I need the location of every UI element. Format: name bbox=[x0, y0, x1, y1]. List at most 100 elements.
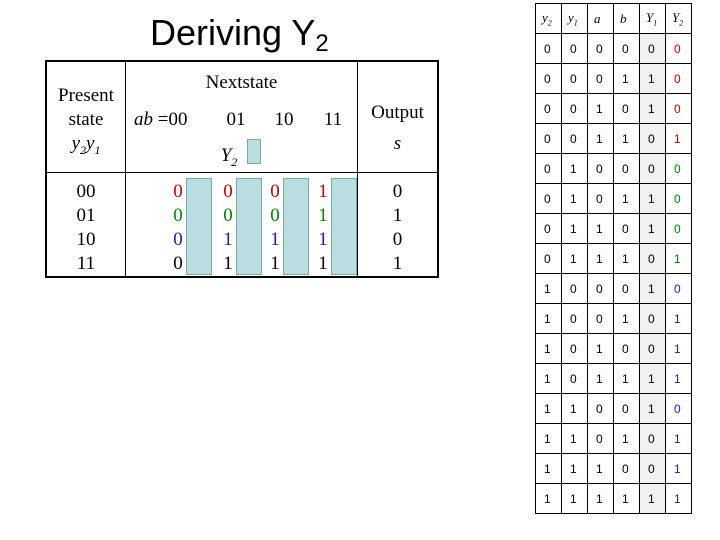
y2-label: Y2 bbox=[220, 145, 238, 169]
truth-table-cell: 0 bbox=[613, 213, 640, 244]
truth-table-cell: 1 bbox=[613, 483, 640, 514]
truth-table-cell: 1 bbox=[535, 273, 562, 304]
truth-table-cell: 0 bbox=[561, 93, 588, 124]
truth-table-cell: 0 bbox=[665, 393, 692, 424]
truth-table-cell: 0 bbox=[665, 183, 692, 214]
truth-table-cell: 0 bbox=[587, 153, 614, 184]
truth-table-cell: 1 bbox=[561, 393, 588, 424]
truth-table-cell: 0 bbox=[587, 273, 614, 304]
header-b: b bbox=[613, 3, 640, 34]
output-value: 0 bbox=[392, 181, 403, 202]
truth-table-cell: 1 bbox=[665, 333, 692, 364]
truth-table-cell: 0 bbox=[639, 153, 666, 184]
truth-table-cell: 0 bbox=[613, 33, 640, 64]
truth-table-cell: 0 bbox=[561, 303, 588, 334]
truth-table-cell: 0 bbox=[535, 33, 562, 64]
truth-table-cell: 1 bbox=[665, 423, 692, 454]
kmap-bottom-border bbox=[45, 276, 438, 278]
truth-table-cell: 0 bbox=[561, 363, 588, 394]
truth-table-cell: 1 bbox=[561, 423, 588, 454]
truth-table-cell: 0 bbox=[561, 123, 588, 154]
truth-table-cell: 0 bbox=[639, 303, 666, 334]
truth-table-cell: 1 bbox=[639, 363, 666, 394]
truth-table-cell: 1 bbox=[561, 453, 588, 484]
output-value: 1 bbox=[392, 205, 403, 226]
truth-table-cell: 1 bbox=[587, 243, 614, 274]
truth-table-cell: 1 bbox=[561, 243, 588, 274]
truth-table-cell: 0 bbox=[587, 183, 614, 214]
truth-table-cell: 0 bbox=[665, 273, 692, 304]
truth-table-cell: 0 bbox=[639, 123, 666, 154]
truth-table-cell: 0 bbox=[639, 33, 666, 64]
truth-table-cell: 1 bbox=[587, 363, 614, 394]
truth-table-cell: 0 bbox=[665, 213, 692, 244]
truth-table-cell: 1 bbox=[613, 123, 640, 154]
kmap-column-highlight bbox=[331, 178, 357, 275]
kmap-column-highlight bbox=[283, 178, 309, 275]
truth-table-cell: 1 bbox=[587, 213, 614, 244]
truth-table-cell: 1 bbox=[535, 393, 562, 424]
kmap-output-divider bbox=[357, 60, 358, 278]
truth-table-cell: 0 bbox=[613, 153, 640, 184]
truth-table-cell: 1 bbox=[587, 453, 614, 484]
truth-table-cell: 1 bbox=[561, 183, 588, 214]
slide-title: Deriving Y2 bbox=[150, 12, 329, 58]
kmap-cell: 1 bbox=[318, 253, 328, 274]
col-header-11: 11 bbox=[323, 109, 343, 130]
truth-table-cell: 0 bbox=[587, 303, 614, 334]
truth-table-cell: 1 bbox=[613, 363, 640, 394]
header-y2: y2 bbox=[535, 3, 562, 34]
truth-table-cell: 1 bbox=[613, 243, 640, 274]
truth-table-cell: 1 bbox=[561, 483, 588, 514]
kmap-header-divider bbox=[45, 172, 438, 173]
kmap-cell: 0 bbox=[173, 229, 183, 250]
truth-table-cell: 1 bbox=[613, 183, 640, 214]
truth-table-cell: 0 bbox=[561, 33, 588, 64]
kmap-cell: 1 bbox=[223, 253, 233, 274]
kmap-column-highlight bbox=[186, 178, 212, 275]
col-header-01: 01 bbox=[226, 109, 246, 130]
title-subscript: 2 bbox=[315, 30, 329, 57]
truth-table-cell: 0 bbox=[665, 33, 692, 64]
state-11: 11 bbox=[76, 253, 96, 274]
truth-table-cell: 0 bbox=[587, 63, 614, 94]
kmap-cell: 0 bbox=[173, 181, 183, 202]
truth-table-cell: 1 bbox=[639, 393, 666, 424]
present-label: Present bbox=[58, 85, 114, 106]
kmap-cell: 0 bbox=[270, 181, 280, 202]
col-header-10: 10 bbox=[274, 109, 294, 130]
truth-table-cell: 1 bbox=[665, 453, 692, 484]
truth-table-cell: 1 bbox=[587, 333, 614, 364]
truth-table-cell: 0 bbox=[639, 243, 666, 274]
truth-table-cell: 1 bbox=[665, 483, 692, 514]
output-value: 1 bbox=[392, 253, 403, 274]
truth-table-cell: 1 bbox=[535, 333, 562, 364]
truth-table-cell: 0 bbox=[639, 423, 666, 454]
truth-table-cell: 0 bbox=[587, 33, 614, 64]
truth-table-cell: 1 bbox=[613, 303, 640, 334]
truth-table-cell: 1 bbox=[639, 213, 666, 244]
truth-table-cell: 0 bbox=[535, 183, 562, 214]
truth-table-cell: 1 bbox=[561, 213, 588, 244]
truth-table-cell: 1 bbox=[535, 453, 562, 484]
state-10: 10 bbox=[76, 229, 96, 250]
kmap-column-highlight bbox=[236, 178, 262, 275]
kmap-state-divider bbox=[125, 60, 126, 278]
truth-table-cell: 1 bbox=[639, 483, 666, 514]
truth-table-cell: 1 bbox=[587, 93, 614, 124]
kmap-cell: 1 bbox=[270, 229, 280, 250]
truth-table-cell: 1 bbox=[613, 63, 640, 94]
kmap-cell: 0 bbox=[223, 205, 233, 226]
truth-table-cell: 0 bbox=[613, 393, 640, 424]
title-main: Deriving Y bbox=[150, 12, 316, 53]
state-01: 01 bbox=[76, 205, 96, 226]
